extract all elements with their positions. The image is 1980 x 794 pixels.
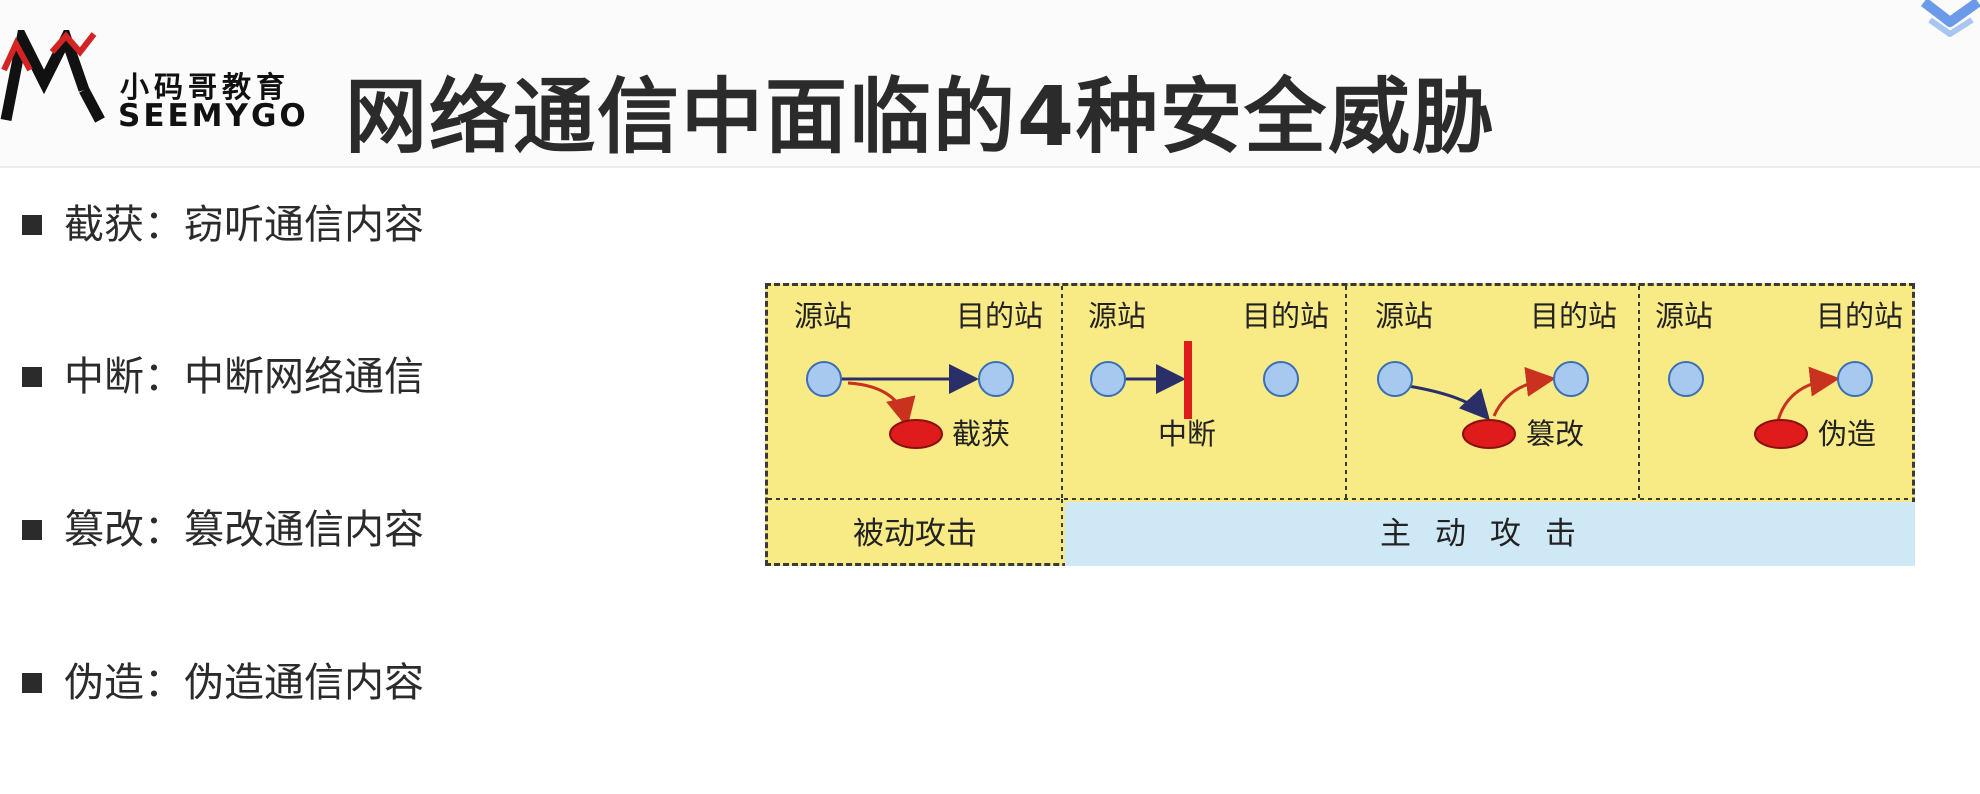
attack-arrow [847, 381, 916, 428]
list-item: 中断：中断网络通信 [22, 352, 542, 402]
threat-label: 截获：窃听通信内容 [64, 202, 424, 248]
attack-arrow [1776, 366, 1840, 422]
dest-label: 目的站 [1242, 299, 1329, 333]
source-label: 源站 [1088, 299, 1146, 333]
bullet-square-icon [22, 520, 42, 540]
header-bar [0, 0, 1980, 166]
attacker-node [1754, 419, 1808, 449]
source-node [806, 361, 842, 397]
threat-diagram: 源站 目的站 截获 源站 目的站 中断 源站 目的站 篡改 源站 目的站 伪造 … [765, 283, 1915, 566]
source-label: 源站 [794, 299, 852, 333]
action-label: 伪造 [1818, 417, 1876, 451]
dest-node [1263, 361, 1299, 397]
diagram-canvas: 源站 目的站 截获 源站 目的站 中断 源站 目的站 篡改 源站 目的站 伪造 [768, 286, 1912, 563]
block-bar [1184, 341, 1192, 419]
logo-chinese-text: 小码哥教育 [120, 70, 291, 104]
source-label: 源站 [1375, 299, 1433, 333]
m-logo-icon [0, 30, 105, 123]
source-label: 源站 [1655, 299, 1713, 333]
chevron-down-icon [1920, 0, 1980, 37]
source-node [1090, 361, 1126, 397]
attacker-node [1462, 419, 1516, 449]
flow-arrow [1407, 384, 1491, 421]
action-label: 篡改 [1526, 417, 1584, 451]
source-node [1668, 361, 1704, 397]
bullet-square-icon [22, 367, 42, 387]
threat-label: 中断：中断网络通信 [64, 354, 424, 400]
list-item: 截获：窃听通信内容 [22, 200, 542, 250]
bullet-square-icon [22, 673, 42, 693]
action-label: 截获 [952, 417, 1010, 451]
dest-node [1837, 361, 1873, 397]
page-title: 网络通信中面临的4种安全威胁 [345, 70, 1497, 165]
dest-label: 目的站 [1530, 299, 1617, 333]
bullet-square-icon [22, 215, 42, 235]
attack-arrow [1492, 366, 1556, 417]
attacker-node [889, 419, 943, 449]
header-divider [0, 166, 1980, 168]
action-label: 中断 [1158, 417, 1216, 451]
dest-label: 目的站 [1816, 299, 1903, 333]
dest-label: 目的站 [956, 299, 1043, 333]
source-node [1377, 361, 1413, 397]
threat-label: 伪造：伪造通信内容 [64, 660, 424, 706]
brand-logo: 小码哥教育 SEEMYGO [0, 30, 306, 140]
list-item: 伪造：伪造通信内容 [22, 658, 542, 708]
logo-english-text: SEEMYGO [118, 98, 309, 134]
list-item: 篡改：篡改通信内容 [22, 505, 542, 555]
active-attack-label: 主动攻击 [1065, 502, 1915, 566]
threat-label: 篡改：篡改通信内容 [64, 507, 424, 553]
dest-node [978, 361, 1014, 397]
passive-attack-label: 被动攻击 [853, 516, 977, 552]
dest-node [1553, 361, 1589, 397]
